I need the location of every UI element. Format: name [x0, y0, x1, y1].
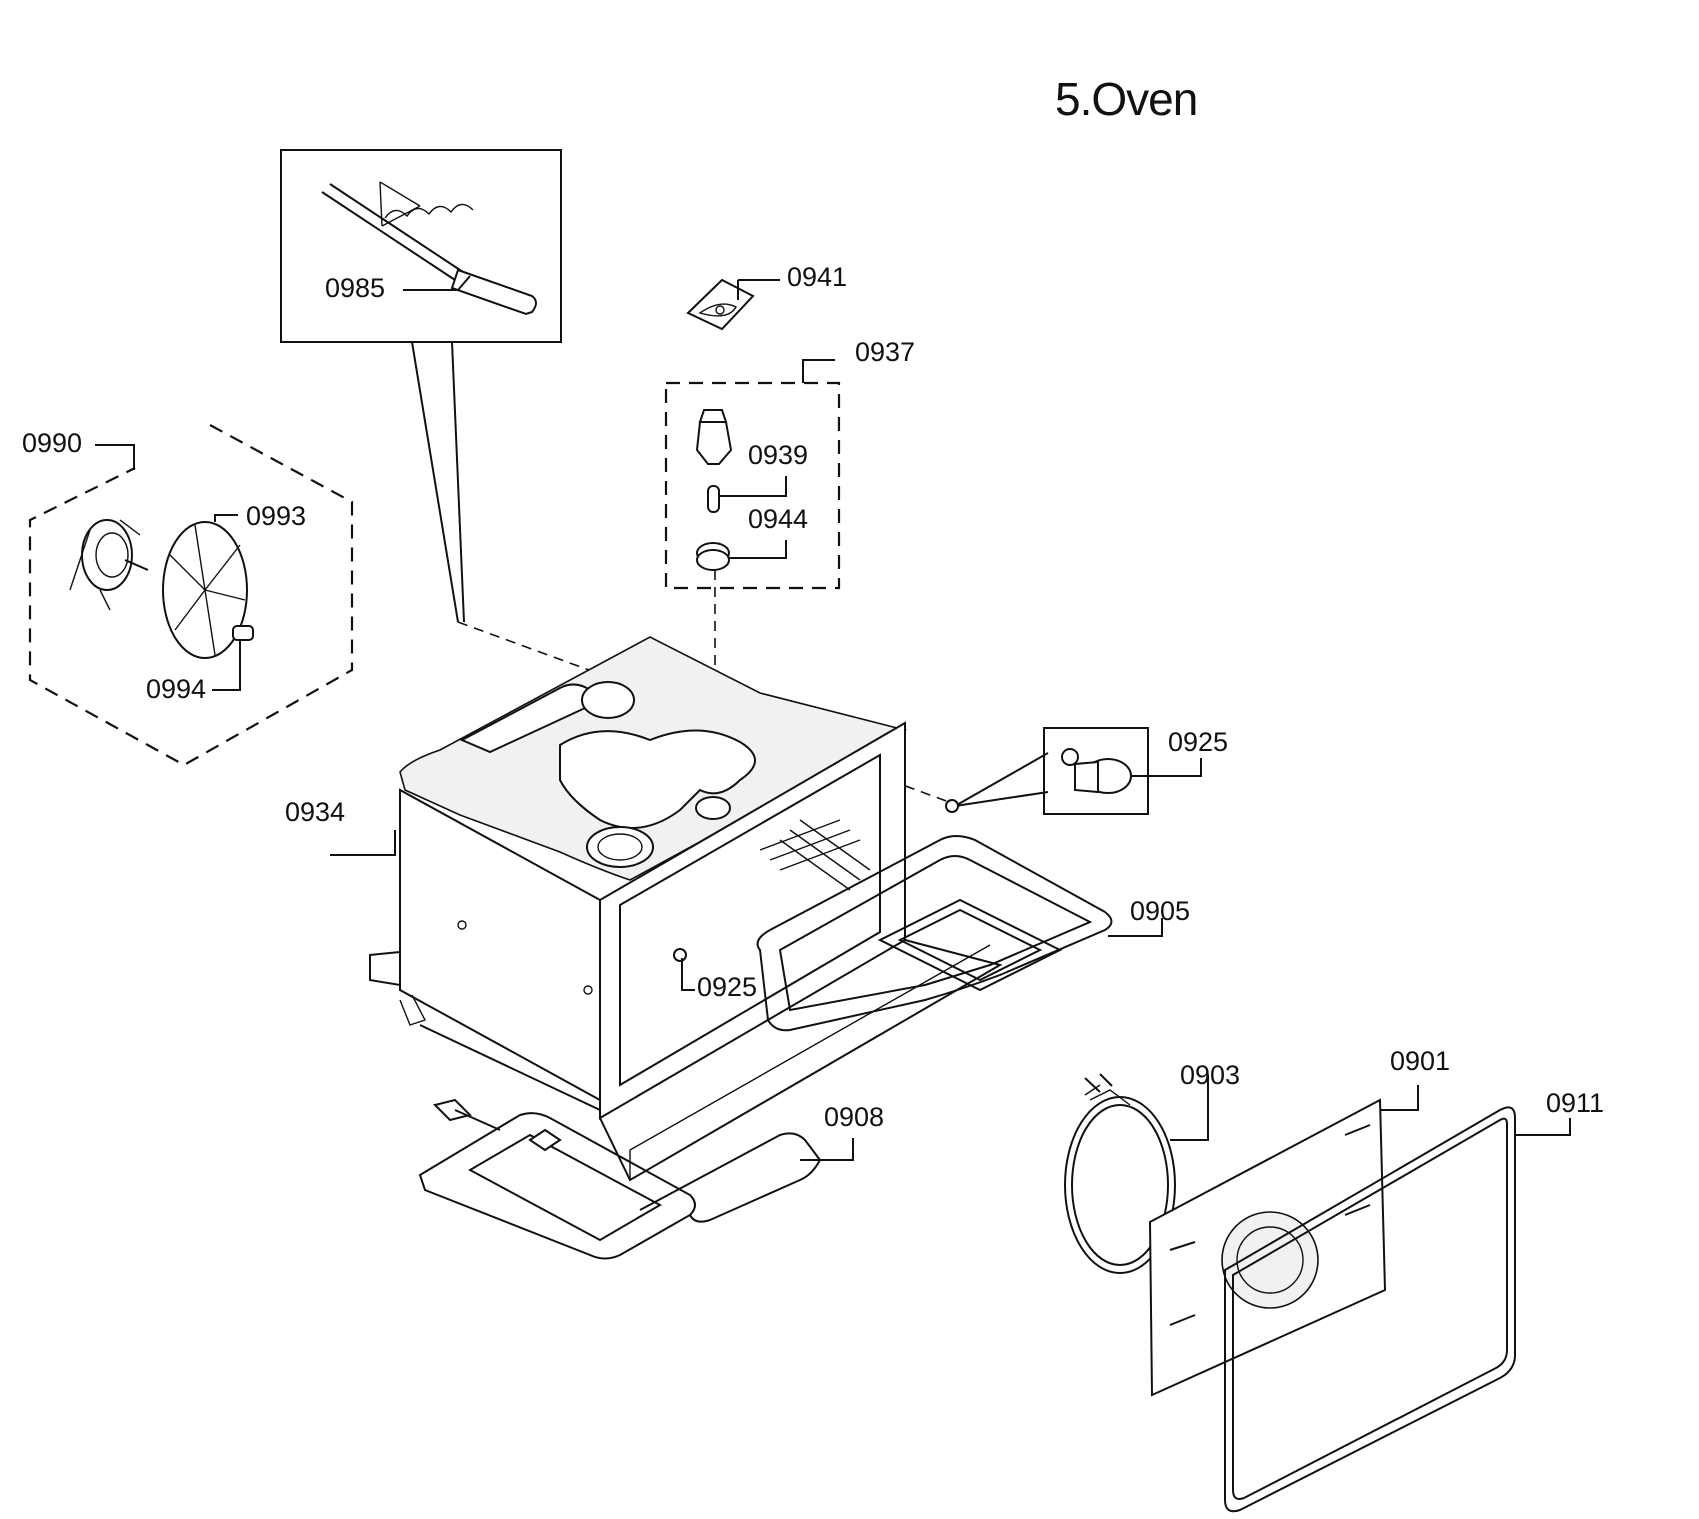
plate-0941: [686, 278, 780, 331]
leader-0934: [330, 830, 396, 856]
lamp-group-0937: [664, 359, 841, 800]
fan-group-0990: [28, 424, 354, 767]
part-label-0939: 0939: [748, 440, 809, 470]
part-label-0944: 0944: [748, 504, 809, 534]
knob-inset-0925: [945, 727, 1202, 815]
page-title: 5.Oven: [1055, 73, 1198, 125]
part-label-0934: 0934: [285, 797, 346, 827]
part-label-0937: 0937: [855, 337, 916, 367]
part-label-0901: 0901: [1390, 1046, 1451, 1076]
part-label-0911: 0911: [1546, 1088, 1605, 1118]
part-label-0905: 0905: [1130, 896, 1191, 926]
top-heater-0905: [756, 819, 1163, 1032]
part-label-0903: 0903: [1180, 1060, 1241, 1090]
part-label-0941: 0941: [787, 262, 848, 292]
leader-0925-mid: [681, 958, 695, 991]
part-label-0925-top: 0925: [1168, 727, 1229, 757]
part-label-0908: 0908: [824, 1102, 885, 1132]
part-label-0993: 0993: [246, 501, 307, 531]
bottom-heater-0908: [418, 1098, 854, 1260]
gasket-0911: [1224, 1106, 1571, 1513]
part-label-0990: 0990: [22, 428, 83, 458]
back-panel-0901: [1148, 1085, 1419, 1397]
ring-heater-0903: [1064, 1073, 1209, 1274]
part-label-0994: 0994: [146, 674, 207, 704]
sensor-inset-0985: [280, 149, 562, 623]
part-label-0985: 0985: [325, 273, 386, 303]
part-label-0925-mid: 0925: [697, 972, 758, 1002]
oven-cavity-0934: [369, 636, 1003, 1182]
